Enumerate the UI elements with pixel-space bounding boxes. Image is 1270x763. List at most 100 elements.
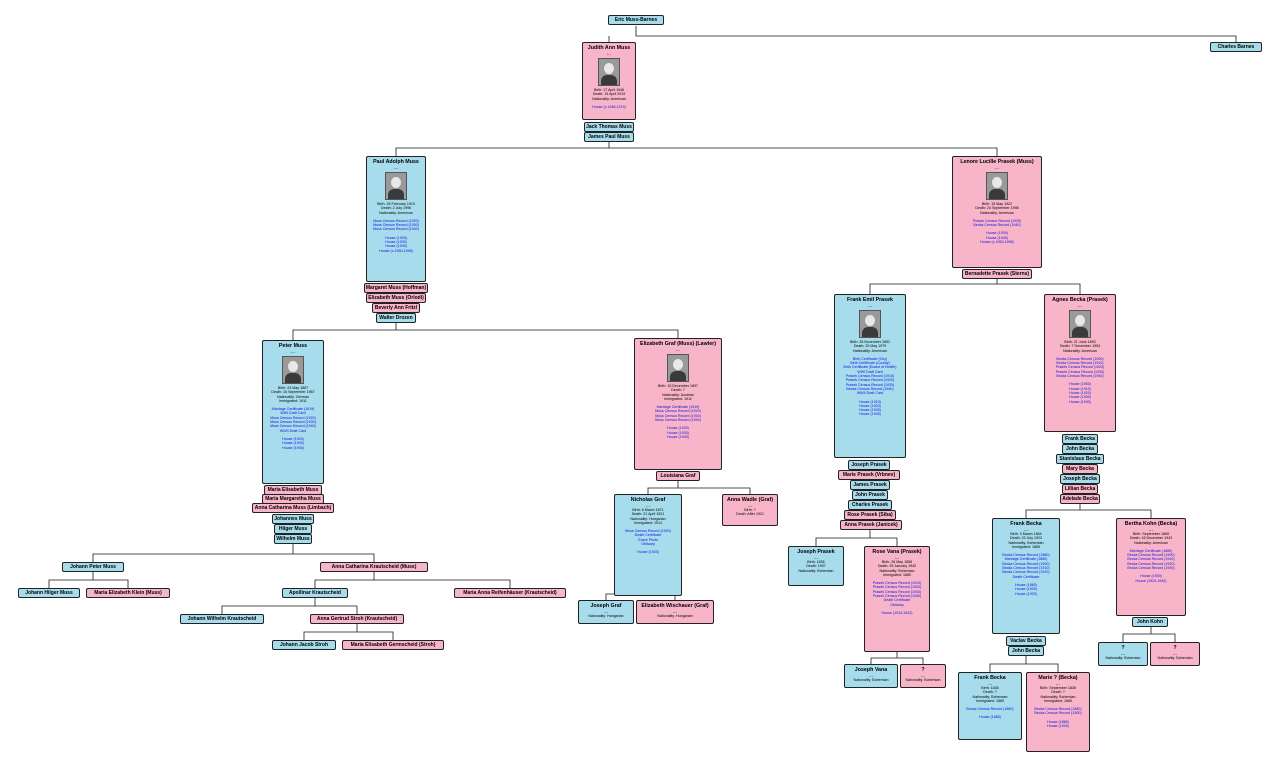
record-link[interactable]: House (c.1950-1996) xyxy=(379,248,413,253)
person-tag-maria-eg[interactable]: Maria Elisabeth Germscheid (Stroh) xyxy=(342,640,444,650)
person-tag-apollinar[interactable]: Apollinar Krautscheid xyxy=(282,588,348,598)
person-tag-anna-gs[interactable]: Anna Gertrud Stroh (Krautscheid) xyxy=(310,614,404,624)
person-tag-anna-ck[interactable]: Anna Catharina Krautscheid (Muss) xyxy=(320,562,428,572)
record-link[interactable]: Muss Census Record (1930) xyxy=(270,420,316,425)
record-link[interactable]: House (1940) xyxy=(667,434,689,439)
record-link[interactable]: Muss Census Record (1920) xyxy=(373,218,419,223)
record-link[interactable]: WWII Draft Card xyxy=(279,428,307,433)
person-tag-johann-wk[interactable]: Johann Wilhelm Krautscheid xyxy=(180,614,264,624)
record-link[interactable]: Prasek Census Record (1920) xyxy=(872,585,922,590)
person-tag-john-b[interactable]: John Becka xyxy=(1062,444,1098,454)
record-link[interactable]: House (1910-1942) xyxy=(881,610,913,615)
person-tag-frank-b2[interactable]: Frank Becka xyxy=(1062,434,1098,444)
record-link[interactable]: Prasek Census Record (1930) xyxy=(972,218,1022,223)
person-tag-maria-ar[interactable]: Maria Anna Reifenhäuser (Krautscheid) xyxy=(454,588,566,598)
record-link[interactable]: Becka Census Record (1920) xyxy=(1127,561,1175,566)
record-link[interactable]: House (1880) xyxy=(979,715,1001,720)
person-tag-wilhelm[interactable]: Wilhelm Muss xyxy=(274,534,312,544)
person-tag-johann-js[interactable]: Johann Jacob Stroh xyxy=(272,640,336,650)
person-card-lenore[interactable]: Lenore Lucille Prasek (Muss)...Birth: 15… xyxy=(952,156,1042,268)
person-tag-rose-ps[interactable]: Rose Prasek (Siba) xyxy=(844,510,896,520)
record-link[interactable]: House (1920) xyxy=(1069,390,1091,395)
record-link[interactable]: Muss Census Record (1930) xyxy=(373,223,419,228)
person-card-elizabeth-g[interactable]: Elizabeth Graf (Muss) (Lawler)...Birth: … xyxy=(634,338,722,470)
record-link[interactable]: House (1900) xyxy=(1047,724,1069,729)
record-link[interactable]: Becka Census Record (1920) xyxy=(1002,570,1050,575)
person-tag-adelade[interactable]: Adelade Becka xyxy=(1060,494,1100,504)
record-link[interactable]: Marriage Certificate (1880) xyxy=(1004,557,1048,562)
record-link[interactable]: Muss Census Record (1940) xyxy=(373,227,419,232)
person-tag-eric[interactable]: Eric Muss-Barnes xyxy=(608,15,664,25)
person-tag-walter[interactable]: Walter Drozen xyxy=(376,313,416,323)
record-link[interactable]: Becka Census Record (1910) xyxy=(1127,557,1175,562)
person-tag-charles-p[interactable]: Charles Prasek xyxy=(848,500,892,510)
record-link[interactable]: Death Certificate xyxy=(1012,574,1040,579)
record-link[interactable]: Death Certificate xyxy=(883,598,911,603)
record-link[interactable]: House (1920) xyxy=(1015,591,1037,596)
person-tag-joseph-b[interactable]: Joseph Becka xyxy=(1060,474,1100,484)
record-link[interactable]: Muss Census Record (1940) xyxy=(270,424,316,429)
record-link[interactable]: House (1940) xyxy=(385,244,407,249)
record-link[interactable]: House (1940) xyxy=(859,412,881,417)
record-link[interactable]: Grave Photo xyxy=(637,537,659,542)
record-link[interactable]: WWI Draft Card xyxy=(280,411,306,416)
record-link[interactable]: Prasek Census Record (1920) xyxy=(1055,365,1105,370)
person-tag-beverly[interactable]: Beverly Ann Fritzl xyxy=(372,303,420,313)
record-link[interactable]: House (1900) xyxy=(1069,382,1091,387)
record-link[interactable]: House (1880) xyxy=(1047,719,1069,724)
record-link[interactable]: Becka Census Record (1900) xyxy=(1002,561,1050,566)
person-card-paul[interactable]: Paul Adolph Muss...Birth: 26 February 19… xyxy=(366,156,426,282)
person-card-agnes[interactable]: Agnes Becka (Prasek)...Birth: 21 June 18… xyxy=(1044,294,1116,432)
record-link[interactable]: Becka Census Record (1900) xyxy=(1034,711,1082,716)
record-link[interactable]: Becka Census Record (1940) xyxy=(1056,374,1104,379)
record-link[interactable]: Muss Census Record (1930) xyxy=(655,413,701,418)
record-link[interactable]: Becka Census Record (1940) xyxy=(1127,566,1175,571)
record-link[interactable]: Becka Census Record (1900) xyxy=(1127,553,1175,558)
record-link[interactable]: Marriage Certificate (1880) xyxy=(1129,548,1173,553)
person-tag-louisiana[interactable]: Louisiana Graf xyxy=(656,471,700,481)
record-link[interactable]: Muss Census Record (1920) xyxy=(655,409,701,414)
person-card-frank-emil[interactable]: Frank Emil Prasek...Birth: 26 November 1… xyxy=(834,294,906,458)
person-tag-mary-b[interactable]: Mary Becka xyxy=(1062,464,1098,474)
person-tag-stanislaus[interactable]: Stanislaus Becka xyxy=(1056,454,1104,464)
record-link[interactable]: Prasek Census Record (1930) xyxy=(1055,369,1105,374)
record-link[interactable]: Marriage Certificate (1919) xyxy=(656,405,700,410)
record-link[interactable]: House (1920) xyxy=(637,550,659,555)
person-tag-joseph-p[interactable]: Joseph Prasek xyxy=(848,460,890,470)
person-tag-maria-ek[interactable]: Maria Elizabeth Klein (Muss) xyxy=(86,588,170,598)
record-link[interactable]: House (1920) xyxy=(859,403,881,408)
person-tag-elizabeth-m[interactable]: Elizabeth Muss (Orlodi) xyxy=(366,293,426,303)
record-link[interactable]: House (1920) xyxy=(385,235,407,240)
record-link[interactable]: Prasek Census Record (1910) xyxy=(872,581,922,586)
record-link[interactable]: House (1930) xyxy=(1069,395,1091,400)
record-link[interactable]: House (1930) xyxy=(385,240,407,245)
record-link[interactable]: House (1900) xyxy=(1140,574,1162,579)
record-link[interactable]: Becka Census Record (1940) xyxy=(973,223,1021,228)
record-link[interactable]: House (1920) xyxy=(282,436,304,441)
record-link[interactable]: Birth Certificate (County) xyxy=(850,361,890,366)
record-link[interactable]: WWII Draft Card xyxy=(856,391,884,396)
person-tag-charles[interactable]: Charles Barnes xyxy=(1210,42,1262,52)
record-link[interactable]: Prasek Census Record (1930) xyxy=(872,589,922,594)
record-link[interactable]: Birth Certificate (City) xyxy=(852,356,888,361)
record-link[interactable]: House (1940) xyxy=(1069,399,1091,404)
record-link[interactable]: House (1880) xyxy=(1015,582,1037,587)
record-link[interactable]: House (1900) xyxy=(1015,587,1037,592)
person-card-unknown-k1[interactable]: ?...Nationality: Bohemian xyxy=(1098,642,1148,666)
record-link[interactable]: Becka Census Record (1880) xyxy=(1002,553,1050,558)
record-link[interactable]: Becka Census Record (1880) xyxy=(1034,707,1082,712)
person-tag-margaret[interactable]: Margaret Muss (Hoffman) xyxy=(364,283,428,293)
person-tag-lillian[interactable]: Lillian Becka xyxy=(1062,484,1098,494)
person-tag-john-k[interactable]: John Kohn xyxy=(1132,617,1168,627)
person-tag-vaclav[interactable]: Vaclav Becka xyxy=(1006,636,1046,646)
record-link[interactable]: House (c.1946-1974) xyxy=(592,104,626,109)
record-link[interactable]: Becka Census Record (1880) xyxy=(966,707,1014,712)
person-card-anna-w[interactable]: Anna Wadle (Graf)...Birth: ?Death: After… xyxy=(722,494,778,526)
record-link[interactable]: Prasek Census Record (1930) xyxy=(845,382,895,387)
record-link[interactable]: House (1930) xyxy=(859,408,881,413)
record-link[interactable]: Marriage Certificate (1919) xyxy=(271,407,315,412)
